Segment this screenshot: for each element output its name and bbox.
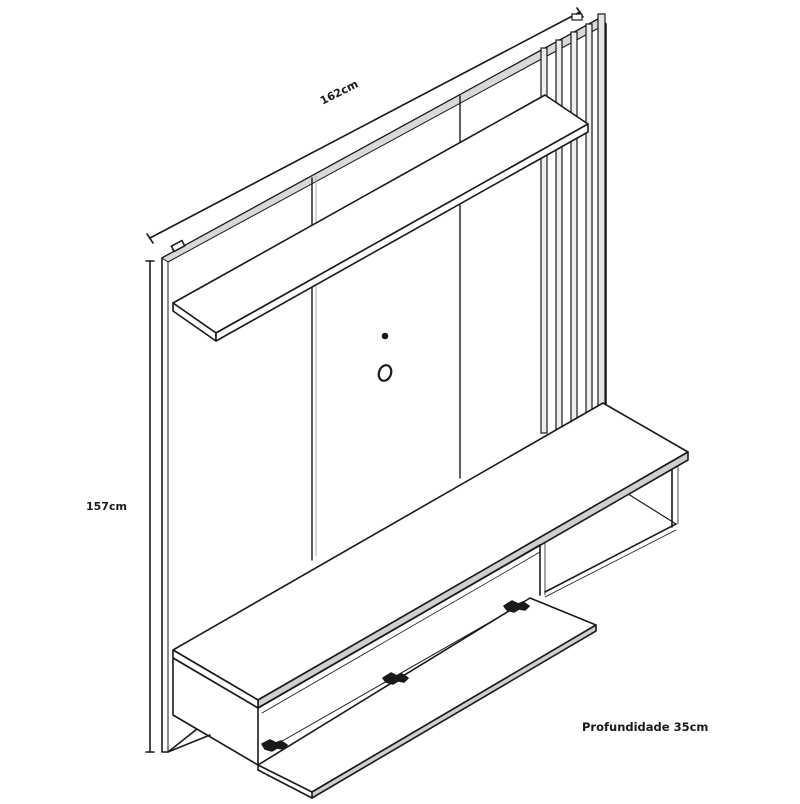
height-label: 157cm: [86, 500, 127, 513]
hinges: [261, 600, 530, 752]
rack-top: [172, 402, 689, 709]
rack-left-side: [172, 544, 541, 766]
slatted-strips: [540, 13, 606, 434]
cable-outlet: [377, 332, 393, 382]
height-dimension-line: [145, 260, 155, 753]
panel-base-wedge: [167, 734, 211, 753]
rack-right-cabinet: [539, 461, 679, 598]
depth-label: Profundidade 35cm: [582, 720, 709, 734]
drop-down-door: [257, 597, 597, 799]
top-shelf: [172, 94, 589, 342]
